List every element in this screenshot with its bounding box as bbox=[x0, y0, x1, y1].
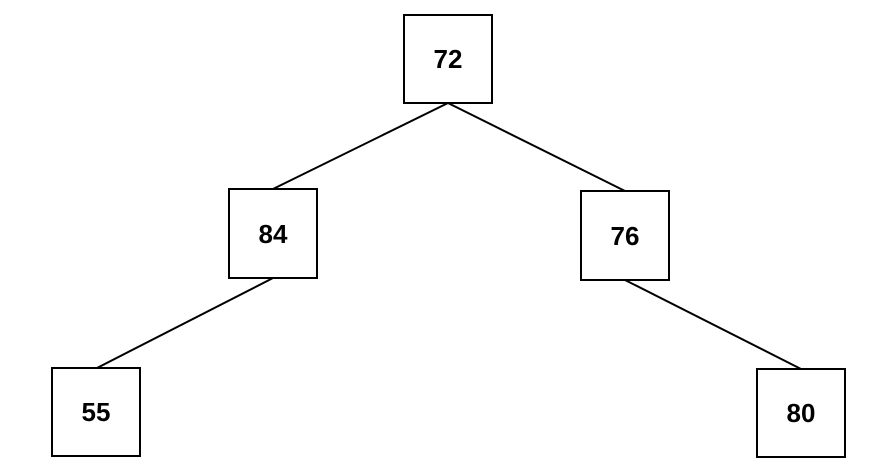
edge-right-right-right bbox=[624, 279, 802, 370]
tree-edges bbox=[96, 102, 802, 370]
node-value-root: 72 bbox=[434, 44, 463, 74]
edge-left-left-left bbox=[96, 277, 274, 369]
tree-node-left: 84 bbox=[228, 188, 318, 279]
node-box-left-left bbox=[51, 367, 141, 457]
node-box-root bbox=[403, 14, 493, 104]
edge-root-right bbox=[447, 102, 626, 192]
tree-node-left-left: 55 bbox=[51, 367, 141, 457]
tree-node-right-right: 80 bbox=[756, 368, 846, 458]
node-value-left-left: 55 bbox=[82, 397, 111, 427]
node-box-right-right bbox=[756, 368, 846, 458]
node-box-right bbox=[580, 190, 670, 281]
node-box-left bbox=[228, 188, 318, 279]
edge-root-left bbox=[272, 102, 449, 190]
node-value-left: 84 bbox=[259, 219, 288, 249]
tree-node-right: 76 bbox=[580, 190, 670, 281]
tree-node-root: 72 bbox=[403, 14, 493, 104]
node-value-right-right: 80 bbox=[787, 398, 816, 428]
node-value-right: 76 bbox=[611, 221, 640, 251]
